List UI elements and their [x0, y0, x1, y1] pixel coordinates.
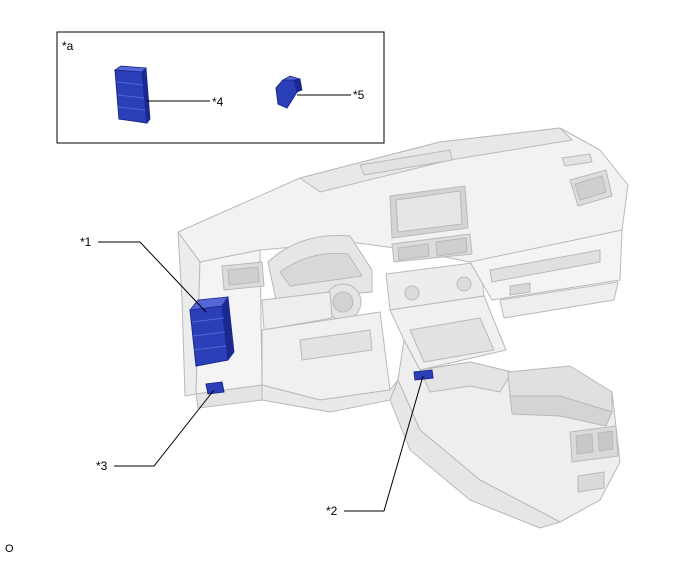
inset-label: *a [62, 39, 74, 53]
inset-ecu-4 [113, 65, 151, 125]
leader-1 [98, 241, 207, 313]
footer-code: O [5, 543, 14, 555]
callout-5: *5 [353, 88, 365, 102]
callout-1: *1 [80, 235, 92, 249]
callout-4: *4 [212, 95, 224, 109]
leader-3 [114, 389, 215, 467]
leader-2 [344, 375, 424, 512]
ecu-1 [189, 295, 235, 367]
ecu-2 [413, 369, 434, 381]
inset-frame [56, 31, 385, 144]
callout-2: *2 [326, 504, 338, 518]
callout-3: *3 [96, 459, 108, 473]
inset-ecu-5 [275, 75, 303, 109]
dashboard-illustration [177, 127, 629, 529]
ecu-3 [205, 381, 225, 395]
